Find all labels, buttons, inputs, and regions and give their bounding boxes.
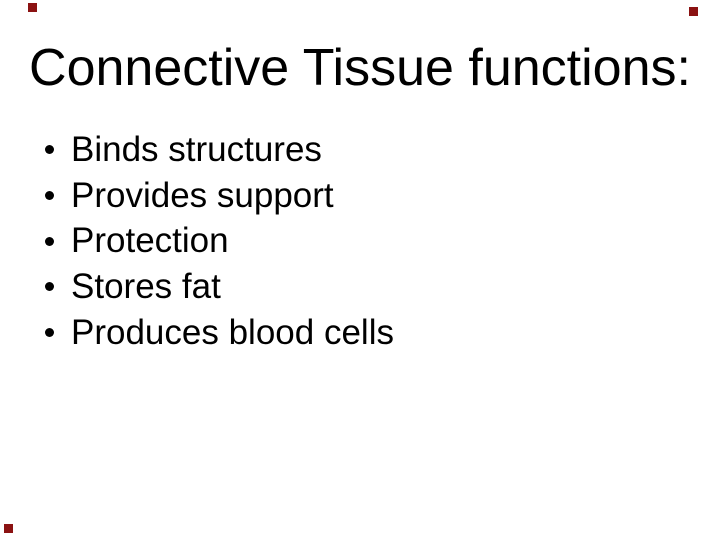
slide-title: Connective Tissue functions: [29, 39, 691, 97]
bullet-label: Stores fat [71, 266, 221, 306]
bullet-dot-icon [45, 145, 54, 155]
bullet-dot-icon [45, 236, 54, 246]
list-item: Protection [0, 218, 720, 264]
list-item: Binds structures [0, 127, 720, 173]
corner-marker-top-left [28, 3, 37, 12]
corner-marker-top-right [689, 7, 698, 16]
bullet-label: Binds structures [71, 129, 322, 169]
bullet-label: Protection [71, 221, 229, 261]
bullet-label: Produces blood cells [71, 312, 394, 352]
corner-marker-bottom-left [4, 524, 13, 533]
bullet-dot-icon [45, 328, 54, 338]
bullet-dot-icon [45, 282, 54, 292]
bullet-dot-icon [45, 191, 54, 201]
list-item: Stores fat [0, 264, 720, 310]
list-item: Provides support [0, 173, 720, 219]
bullet-label: Provides support [71, 175, 334, 215]
list-item: Produces blood cells [0, 310, 720, 356]
bullet-list: Binds structures Provides support Protec… [0, 127, 720, 355]
